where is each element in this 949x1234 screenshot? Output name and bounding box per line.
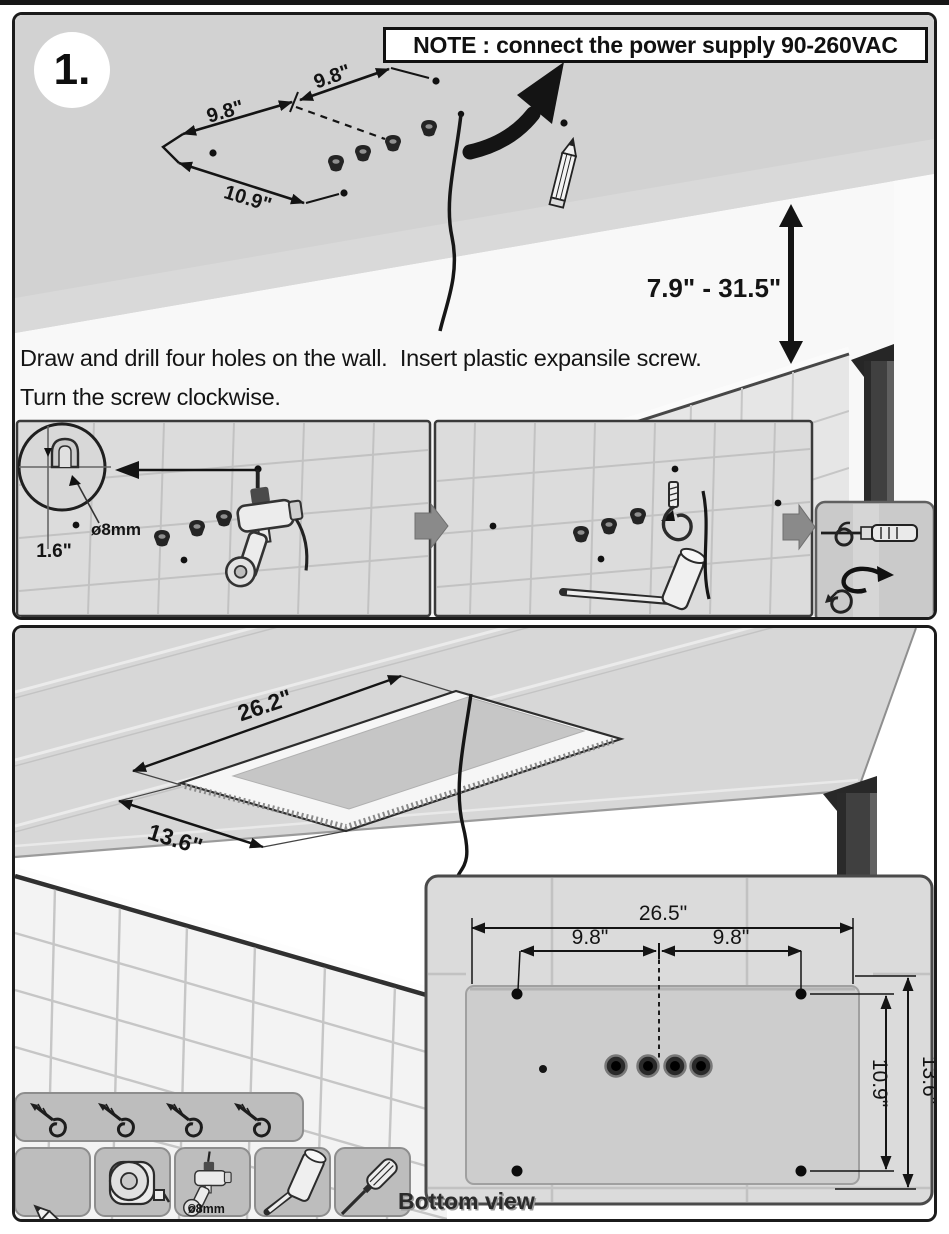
next-step-arrow-icon [414,502,449,550]
step-number-badge: 1. [34,32,110,108]
power-cord [454,693,473,881]
mallet-icon [263,1148,327,1216]
anchor-step-panel [433,419,814,617]
note-text: NOTE : connect the power supply 90-260VA… [413,31,898,58]
mallet-icon [559,547,707,611]
screwdriver-icon [340,1158,398,1216]
instruction-line-1: Draw and drill four holes on the wall. I… [20,345,702,371]
bottom-view-inset: 26.5" 9.8" 9.8" 10.9" 13.6" [424,874,934,1206]
hole-position-arrow [115,461,262,479]
next-step-arrow-icon [782,503,816,551]
hole-detail-magnifier [17,422,111,549]
control-buttons [539,1054,713,1078]
tile-grid [437,423,810,614]
note-box: NOTE : connect the power supply 90-260VA… [383,27,928,63]
dim-label-hang-range: 7.9" - 31.5" [647,273,782,303]
mounting-plate: 26.2" 13.6" [118,674,625,881]
bottom-view-label-shadow: Bottom view [400,1190,537,1216]
drill-icon: ø8mm [182,1150,233,1217]
dim-label-hole-depth: 1.6" [36,541,71,562]
ceiling-marking-annotations: 9.8" 9.8" 10.9" [161,60,578,332]
dim-label-hole-diameter: ø8mm [91,520,141,539]
bottom-view-plate [465,985,860,1185]
screwdriver-turning-icon [821,521,918,547]
dim-label-tool-drill-bit: ø8mm [188,1202,225,1216]
dim-label-bv-overall-width: 26.5" [639,902,687,925]
ceiling-edge-band [15,139,934,333]
required-tools: ø8mm [15,1092,411,1219]
dim-label-bv-inner-height: 10.9" [868,1059,891,1107]
pencil-icon [33,1204,80,1219]
pencil-icon [548,136,578,209]
bottom-view-dimensions: 26.5" 9.8" 9.8" 10.9" 13.6" [471,902,934,1190]
hook-screws-tray [15,1092,304,1142]
step1-illustration: 7.9" - 31.5" [15,15,934,617]
mounting-pillar [823,776,877,885]
plate-hatched-rim [184,737,617,831]
screw-hook-detail-box [814,500,934,617]
power-cord [438,113,463,332]
mounting-panel: 26.2" 13.6" [12,625,937,1222]
page-top-rule [0,0,949,5]
drilling-step-panel: ø8mm 1.6" [15,419,432,617]
anchor-cross-section [50,437,80,469]
hook-screw-icon [661,481,693,542]
hang-height-dimension: 7.9" - 31.5" [647,204,803,364]
dim-label-bv-overall-height: 13.6" [918,1056,934,1104]
mounting-holes [511,988,807,1177]
bottom-view-label: Bottom view [398,1188,535,1214]
hook-icon [825,589,853,614]
curved-arrow-icon [462,62,564,160]
step-number: 1. [53,45,91,94]
dim-label-bv-right-span: 9.8" [713,926,750,949]
dim-label-bv-left-span: 9.8" [572,926,609,949]
power-cord [701,490,711,600]
rotate-clockwise-icon [841,566,894,594]
step1-panel: 7.9" - 31.5" [12,12,937,620]
tape-measure-icon [108,1160,171,1206]
instruction-line-2: Turn the screw clockwise. [20,384,281,410]
ceiling-surface [15,15,934,333]
mounting-illustration: 26.2" 13.6" [15,628,934,1219]
